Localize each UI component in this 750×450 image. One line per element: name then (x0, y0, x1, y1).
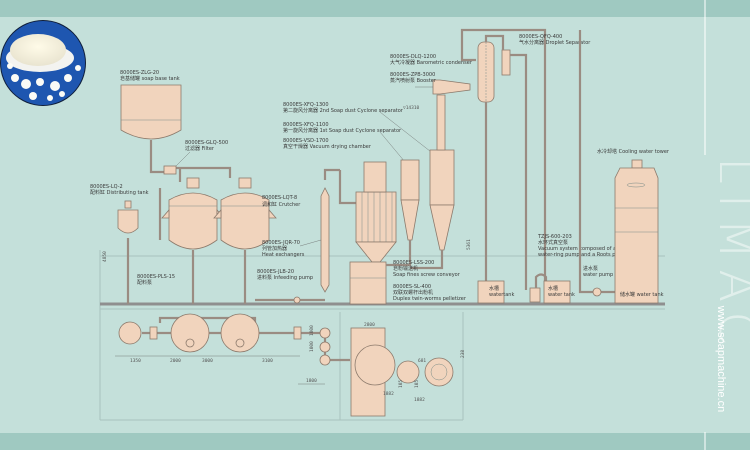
svg-text:105: 105 (398, 380, 404, 388)
svg-text:1882: 1882 (383, 391, 394, 397)
infeeding-pump (293, 296, 301, 304)
cooling-return-pipe (578, 30, 615, 294)
booster-code: 8000ES-ZPB-3000 (390, 72, 435, 78)
heat-exchanger-label-en: Heat exchangers (262, 252, 305, 258)
cyclone-2-code: 8000ES-XFQ-1300 (283, 102, 329, 108)
dosing-pump-code: 8000ES-PLS-15 (137, 274, 175, 280)
pelletizer-label-en: Duplex twin-worms pelletizer (393, 296, 467, 302)
water-tank-2-cn: 水槽 (548, 285, 558, 292)
screw-conveyor-code: 8000ES-LSS-200 (393, 260, 434, 266)
booster-label: 蒸汽喷射泵 Booster (390, 77, 437, 84)
distributing-tank-label: 配料缸 Distributing tank (90, 189, 149, 196)
svg-text:1800: 1800 (306, 378, 317, 384)
water-pump-en: water pump (583, 272, 613, 278)
cyclone-1 (400, 159, 420, 241)
crutcher-1 (161, 177, 225, 250)
website-url: www.soapmachine.cn (715, 305, 728, 413)
droplet-separator-code: 8000ES-QFQ-400 (519, 34, 562, 40)
soap-base-tank (120, 84, 182, 150)
condenser-code: 8000ES-DLQ-1200 (390, 54, 436, 60)
elevation-mark: ▽14310 (403, 105, 420, 111)
water-tank-1 (477, 280, 505, 304)
filter-label: 过滤器 Filter (185, 145, 215, 152)
water-pump-cn: 进水泵 (583, 265, 598, 272)
svg-text:1882: 1882 (414, 397, 425, 403)
vacuum-pump-pipe (534, 273, 548, 288)
svg-text:681: 681 (418, 358, 426, 364)
water-tank-1-en: watertank (489, 292, 514, 298)
soap-base-tank-code: 8000ES-ZLG-20 (120, 70, 159, 76)
pelletizer-code: 8000ES-SL-400 (393, 284, 431, 290)
svg-text:3000: 3000 (202, 358, 213, 364)
cyclone-2-label: 第二旋风分离器 2nd Soap dust Cyclone separator (283, 107, 404, 114)
svg-text:3100: 3100 (262, 358, 273, 364)
svg-text:105: 105 (414, 380, 420, 388)
feed-pipes (126, 150, 340, 304)
svg-text:2000: 2000 (170, 358, 181, 364)
storage-tank-label: 储水罐 water tank (620, 291, 664, 298)
cyclone-2 (429, 94, 455, 251)
cooling-water-tower (614, 159, 659, 304)
svg-text:238: 238 (460, 350, 466, 358)
vacuum-system-cn: 水环式真空泵 (538, 239, 568, 246)
cyclone-1-code: 8000ES-XFQ-1100 (283, 122, 329, 128)
plan-view (118, 313, 454, 417)
droplet-separator (460, 28, 547, 290)
top-band (0, 0, 750, 17)
vacuum-system-code: TZJS-600-203 (537, 234, 572, 240)
filter-code: 8000ES-GLQ-500 (185, 140, 228, 146)
crutcher-2 (213, 177, 277, 250)
water-tank-1-cn: 水槽 (489, 285, 499, 292)
screw-conveyor-label-en: Soap fines screw conveyor (393, 272, 461, 278)
water-tank-2-en: water tank (548, 292, 575, 298)
droplet-separator-label: 气水分离器 Droplet Separator (519, 39, 591, 46)
heat-exchanger-code: 8000ES-JQR-70 (262, 240, 300, 246)
vacuum-drying-chamber (338, 161, 397, 305)
svg-text:1000: 1000 (309, 341, 315, 352)
vacuum-dryer-label: 真空干燥器 Vacuum drying chamber (283, 143, 372, 150)
infeeding-pump-code: 8000ES-JLB-20 (257, 269, 294, 275)
water-pump (592, 287, 602, 297)
screw-conveyor-pipe (386, 240, 444, 270)
soap-noodles-photo (0, 20, 86, 106)
infeeding-pump-label: 进料泵 Infeeding pump (257, 274, 313, 281)
svg-text:1000: 1000 (309, 325, 315, 336)
vacuum-dryer-code: 8000ES-VSD-1700 (283, 138, 329, 144)
filter (163, 165, 177, 175)
condenser-label: 大气冷凝器 Barometric condenser (390, 59, 473, 66)
vacuum-system-line1: Vacuum system composed of a (538, 246, 616, 252)
vacuum-system-line2: water-ring pump and a Roots pump (538, 252, 627, 258)
dosing-pump-label: 配料泵 (137, 279, 152, 286)
height-right: 5361 (466, 239, 472, 250)
distributing-tank (117, 200, 139, 234)
steam-booster (415, 79, 471, 95)
soap-base-tank-label: 皂基储罐 soap base tank (120, 75, 180, 82)
heat-exchanger-label-cn: 列管加热器 (262, 245, 287, 252)
vacuum-pump (529, 287, 541, 303)
plan-dimensions: 1350 2000 3000 3100 1000 1000 1800 2800 … (115, 322, 466, 403)
crutcher-code: 8000ES-LQT-8 (262, 195, 297, 201)
bottom-band (0, 433, 750, 450)
height-left: 4850 (102, 251, 108, 262)
svg-text:1350: 1350 (130, 358, 141, 364)
svg-text:2800: 2800 (364, 322, 375, 328)
screw-conveyor-label-cn: 皂粉输送机 (393, 265, 418, 272)
cooling-tower-label: 水冷却塔 Cooling water tower (597, 148, 670, 155)
crutcher-label: 调和缸 Crutcher (262, 201, 301, 208)
distributing-tank-code: 8000ES-LQ-2 (90, 184, 123, 190)
water-tank-2 (543, 280, 571, 304)
pelletizer-label-cn: 双联双螺杆出粉机 (393, 289, 433, 296)
cyclone-1-label: 第一旋风分离器 1st Soap dust Cyclone separator (283, 127, 402, 134)
heat-exchanger (320, 187, 330, 293)
barometric-condenser (477, 41, 495, 103)
